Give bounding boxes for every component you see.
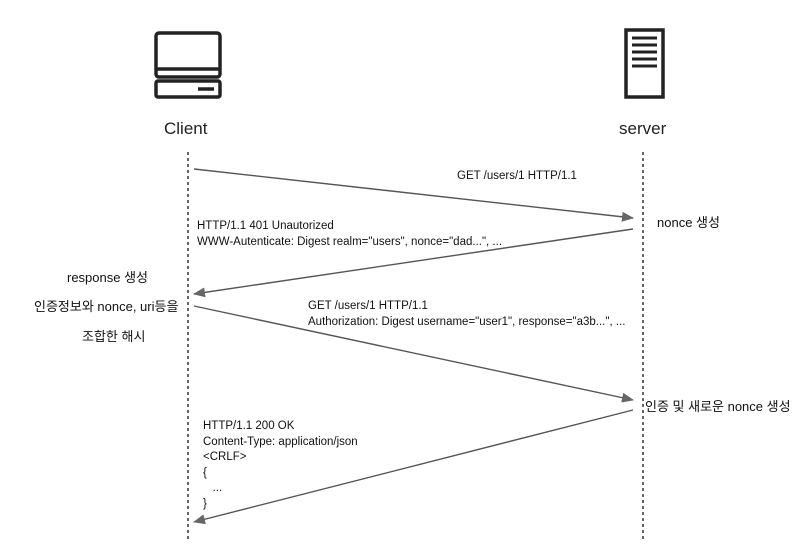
- message-line: ...: [203, 482, 223, 494]
- message-line: Authorization: Digest username="user1", …: [308, 315, 626, 328]
- message-label-1: GET /users/1 HTTP/1.1: [457, 169, 577, 185]
- server-auth-note: 인증 및 새로운 nonce 생성: [645, 399, 791, 414]
- message-line: Content-Type: application/json: [203, 435, 358, 448]
- message-label-3: GET /users/1 HTTP/1.1 Authorization: Dig…: [308, 299, 625, 330]
- message-arrow-4: [193, 409, 634, 525]
- computer-monitor-icon: [154, 31, 222, 99]
- message-line: }: [203, 497, 207, 510]
- message-line: HTTP/1.1 200 OK: [203, 420, 295, 432]
- message-arrow-2: [193, 228, 634, 298]
- message-label-4: HTTP/1.1 200 OK Content-Type: applicatio…: [203, 419, 358, 512]
- message-arrow-3: [193, 305, 634, 403]
- client-response-note-line-1: response 생성: [67, 270, 149, 285]
- message-line: GET /users/1 HTTP/1.1: [308, 300, 428, 312]
- client-actor-label: Client: [164, 119, 208, 138]
- message-line: WWW-Autenticate: Digest realm="users", n…: [197, 235, 503, 248]
- server-tower-icon: [624, 28, 665, 99]
- message-line: GET /users/1 HTTP/1.1: [457, 170, 577, 182]
- message-arrow-1: [193, 168, 634, 222]
- message-line: <CRLF>: [203, 451, 247, 463]
- message-label-2: HTTP/1.1 401 Unautorized WWW-Autenticate…: [197, 219, 502, 250]
- server-actor-label: server: [619, 119, 667, 138]
- client-response-note-line-3: 조합한 해시: [82, 329, 146, 344]
- message-line: {: [203, 466, 207, 479]
- message-line: HTTP/1.1 401 Unautorized: [197, 220, 334, 232]
- client-response-note-line-2: 인증정보와 nonce, uri등을: [34, 299, 179, 314]
- server-nonce-note: nonce 생성: [657, 215, 720, 230]
